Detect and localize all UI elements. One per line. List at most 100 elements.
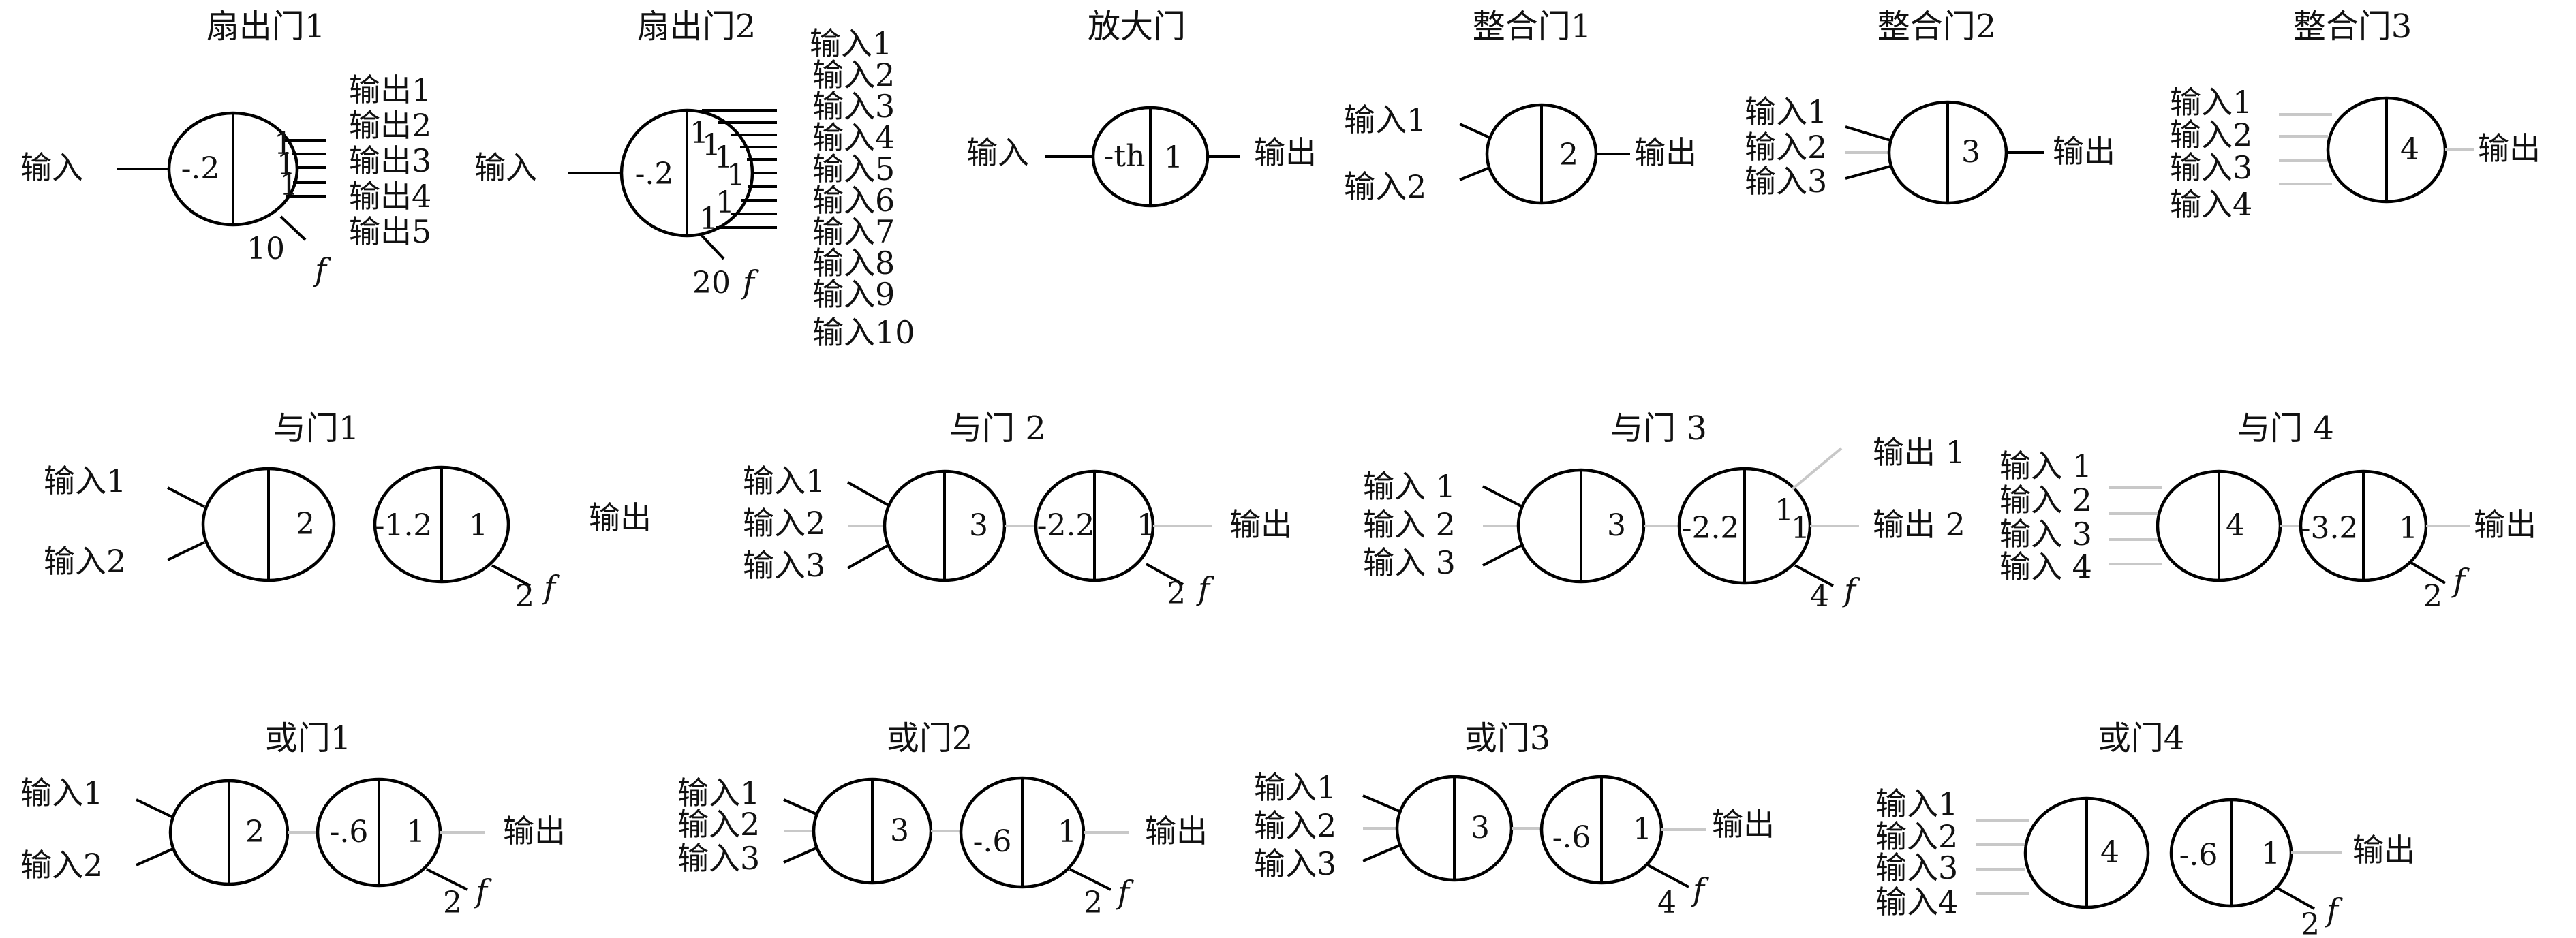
input-label-3: 输入3 (1875, 849, 1958, 886)
threshold-value: -3.2 (2301, 511, 2359, 546)
feedback-wire (1794, 564, 1834, 587)
input-wire (1482, 544, 1523, 567)
input-label-1: 输入1 (677, 775, 760, 811)
input-label: 输入 (20, 149, 83, 186)
output-label: 输出 (2474, 506, 2536, 543)
input-label-2: 输入2 (1344, 168, 1426, 205)
feedback-wire (701, 234, 725, 260)
input-label-1: 输入1 (1254, 769, 1336, 806)
output-label-3: 输入3 (812, 88, 895, 125)
input-wire (1482, 485, 1523, 508)
output-weight: 1 (1164, 140, 1183, 175)
output-label-10: 输入10 (812, 314, 915, 351)
feedback-wire (426, 868, 468, 891)
integration-gate-1: 整合门1 输入1 输入2 2 输出 (1344, 7, 1697, 205)
input-wire (1459, 123, 1490, 139)
input-wire (1845, 165, 1891, 180)
output-weight: 1 (406, 815, 425, 849)
and-gate-1: 与门1 输入1 输入2 2 -1.2 1 2 f 输出 (44, 409, 651, 614)
output-label: 输出 (2352, 832, 2415, 869)
output-weight: 1 (1137, 508, 1156, 543)
input-label-3: 输入3 (677, 840, 760, 877)
input-label-1: 输入 1 (1999, 448, 2092, 484)
threshold-value: -2.2 (1037, 508, 1095, 543)
feedback-wire (1146, 563, 1184, 586)
threshold-value: -.2 (181, 151, 220, 186)
or-gate-2: 或门2 输入1 输入2 输入3 3 -.6 1 2 f 输出 (677, 719, 1208, 920)
output-label: 输出 (1712, 806, 1775, 843)
feedback-weight: 10 (247, 232, 285, 266)
threshold-value: -.6 (1552, 820, 1591, 855)
title-integration-3: 整合门3 (2293, 7, 2412, 46)
threshold-value: -2.2 (1682, 511, 1740, 546)
output-label: 输出 (503, 813, 566, 849)
feedback-symbol: f (1116, 874, 1134, 911)
output-label-5: 输入5 (812, 151, 895, 187)
input-wire (1459, 166, 1490, 181)
feedback-weight: 2 (1084, 886, 1103, 920)
title-integration-2: 整合门2 (1877, 7, 1997, 46)
input-label-3: 输入3 (1254, 845, 1336, 882)
input-wire (847, 481, 889, 507)
output-wire (1791, 447, 1843, 490)
feedback-wire (1647, 864, 1689, 888)
input-wire (167, 541, 205, 561)
output-weight: 1 (1775, 493, 1794, 528)
output-weight: 3 (890, 813, 909, 848)
fanout-gate-2: 扇出门2 输入 -.2 1 1 1 1 1 1 20 f 输入1 输入2 输入3… (474, 7, 915, 351)
output-label: 输出 (1145, 813, 1208, 849)
input-label-1: 输入1 (20, 775, 103, 811)
feedback-symbol: f (313, 251, 331, 288)
output-label-7: 输入7 (812, 213, 895, 250)
output-weight: 1 (1791, 511, 1810, 546)
and-gate-4: 与门 4 输入 1 输入 2 输入 3 输入 4 4 -3.2 1 2 f 输出 (1999, 409, 2536, 614)
or-gate-3: 或门3 输入1 输入2 输入3 3 -.6 1 4 f 输出 (1254, 719, 1775, 920)
input-label: 输入 (474, 149, 537, 186)
input-wire (136, 847, 174, 866)
output-label-6: 输入6 (812, 182, 895, 219)
input-label-2: 输入 2 (1363, 506, 1456, 543)
feedback-weight: 2 (1167, 576, 1186, 611)
feedback-symbol: f (741, 264, 759, 300)
feedback-symbol: f (1691, 871, 1709, 908)
title-fanout-2: 扇出门2 (637, 7, 756, 46)
input-label-2: 输入 2 (1999, 482, 2092, 518)
input-wire (783, 798, 818, 816)
output-weight: 1 (2261, 837, 2280, 871)
input-label-1: 输入1 (1745, 93, 1827, 130)
feedback-wire (2277, 887, 2315, 910)
output-weight: 4 (2100, 835, 2119, 870)
input-wire (167, 486, 205, 508)
input-wire (1845, 125, 1891, 142)
output-weight: 2 (245, 815, 264, 849)
feedback-weight: 2 (2423, 579, 2442, 614)
threshold-value: -.2 (635, 157, 674, 191)
input-label-2: 输入2 (743, 505, 825, 542)
threshold-value: -th (1104, 139, 1146, 174)
output-weight: 1 (702, 128, 721, 163)
input-label-2: 输入2 (44, 543, 126, 580)
output-weight: 1 (1058, 815, 1077, 849)
title-and-3: 与门 3 (1610, 409, 1707, 448)
output-label: 输出 (1229, 506, 1292, 543)
fanout-gate-1: 扇出门1 输入 -.2 1 1 1 10 f 输出1 输出2 输出3 输出4 输… (20, 7, 431, 288)
input-label-3: 输入 3 (1999, 516, 2092, 552)
input-label-2: 输入2 (677, 806, 760, 843)
feedback-symbol: f (2451, 562, 2470, 599)
feedback-weight: 4 (1810, 579, 1829, 614)
input-label-1: 输入1 (2170, 84, 2252, 121)
output-weight: 3 (969, 508, 988, 543)
output-weight: 1 (274, 127, 293, 161)
output-label: 输出 (2053, 133, 2115, 170)
input-label-1: 输入 1 (1363, 468, 1456, 505)
feedback-weight: 4 (1657, 886, 1676, 920)
output-weight: 4 (2400, 132, 2419, 167)
title-amplifier: 放大门 (1088, 7, 1186, 46)
output-weight: 3 (1607, 508, 1626, 543)
output-weight: 3 (1961, 135, 1980, 170)
input-label: 输入 (966, 134, 1029, 171)
input-label-2: 输入2 (1745, 129, 1827, 166)
threshold-value: -1.2 (375, 508, 433, 543)
title-and-4: 与门 4 (2237, 409, 2334, 448)
